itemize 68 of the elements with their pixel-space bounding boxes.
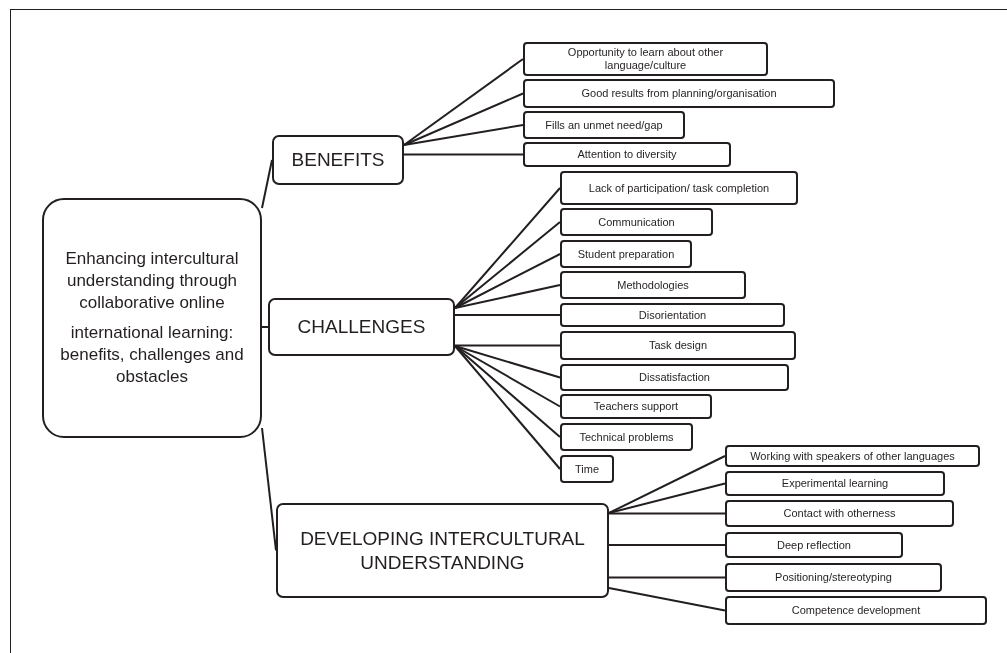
- node-text: Attention to diversity: [577, 148, 677, 161]
- connector-line: [403, 92, 524, 146]
- node-text: BENEFITS: [291, 148, 385, 172]
- node-text: DEVELOPING INTERCULTURAL UNDERSTANDING: [299, 526, 586, 575]
- node-text: Competence development: [791, 604, 921, 617]
- node-text: Time: [574, 462, 599, 476]
- node-text: Dissatisfaction: [639, 371, 710, 384]
- item-box: [725, 445, 980, 467]
- node-text: Methodologies: [617, 278, 689, 292]
- item-box: [560, 423, 693, 451]
- item-box: [560, 455, 614, 483]
- connector-line: [403, 153, 524, 156]
- category-box: [268, 298, 455, 356]
- node-text: CHALLENGES: [297, 315, 426, 339]
- connector-line: [403, 58, 524, 146]
- connector-line: [608, 512, 726, 515]
- item-box: [523, 42, 768, 76]
- connector-line: [608, 455, 726, 514]
- node-text: Experimental learning: [781, 477, 889, 490]
- node-text: Technical problems: [579, 430, 674, 444]
- node-text: Positioning/stereotyping: [775, 571, 892, 584]
- item-box: [725, 532, 903, 558]
- node-text: Contact with otherness: [783, 507, 896, 520]
- connector-line: [608, 482, 726, 514]
- node-text: Fills an unmet need/gap: [545, 118, 663, 132]
- connector-line: [608, 576, 726, 579]
- item-box: [523, 142, 731, 167]
- topic-box: [42, 198, 262, 438]
- item-box: [523, 79, 835, 108]
- item-box: [523, 111, 685, 139]
- item-box: [560, 331, 796, 360]
- item-box: [560, 240, 692, 268]
- node-text: Communication: [598, 215, 675, 229]
- node-text: Working with speakers of other languages: [750, 449, 955, 463]
- node-text: Enhancing intercultural understanding through collaborative online: [64, 248, 240, 314]
- node-text: Student preparation: [577, 247, 675, 261]
- item-box: [560, 171, 798, 205]
- connector-line: [454, 345, 561, 379]
- item-box: [560, 271, 746, 299]
- connector-line: [261, 159, 273, 209]
- node-text: Opportunity to learn about other language/culture: [566, 46, 725, 72]
- node-text: Good results from planning/organisation: [581, 87, 777, 100]
- item-box: [725, 563, 942, 592]
- item-box: [725, 471, 945, 496]
- node-text: Lack of participation/ task completion: [588, 181, 770, 195]
- item-box: [560, 364, 789, 391]
- item-box: [725, 596, 987, 625]
- connector-line: [261, 427, 277, 552]
- connector-line: [403, 124, 524, 146]
- node-text: international learning: benefits, challenges and obstacles: [59, 322, 245, 388]
- node-text: Task design: [648, 339, 708, 352]
- item-box: [725, 500, 954, 527]
- category-box: [276, 503, 609, 598]
- connector-line: [608, 544, 726, 546]
- item-box: [560, 303, 785, 327]
- connector-line: [608, 587, 726, 612]
- node-text: Deep reflection: [777, 538, 851, 552]
- node-text: Disorientation: [638, 308, 707, 322]
- item-box: [560, 394, 712, 419]
- connector-line: [454, 314, 561, 316]
- node-text: Teachers support: [593, 400, 679, 413]
- connector-line: [454, 344, 561, 347]
- connector-line: [454, 284, 561, 309]
- connector-line: [454, 253, 561, 309]
- connector-line: [454, 345, 561, 470]
- category-box: [272, 135, 404, 185]
- item-box: [560, 208, 713, 236]
- connector-line: [261, 326, 269, 328]
